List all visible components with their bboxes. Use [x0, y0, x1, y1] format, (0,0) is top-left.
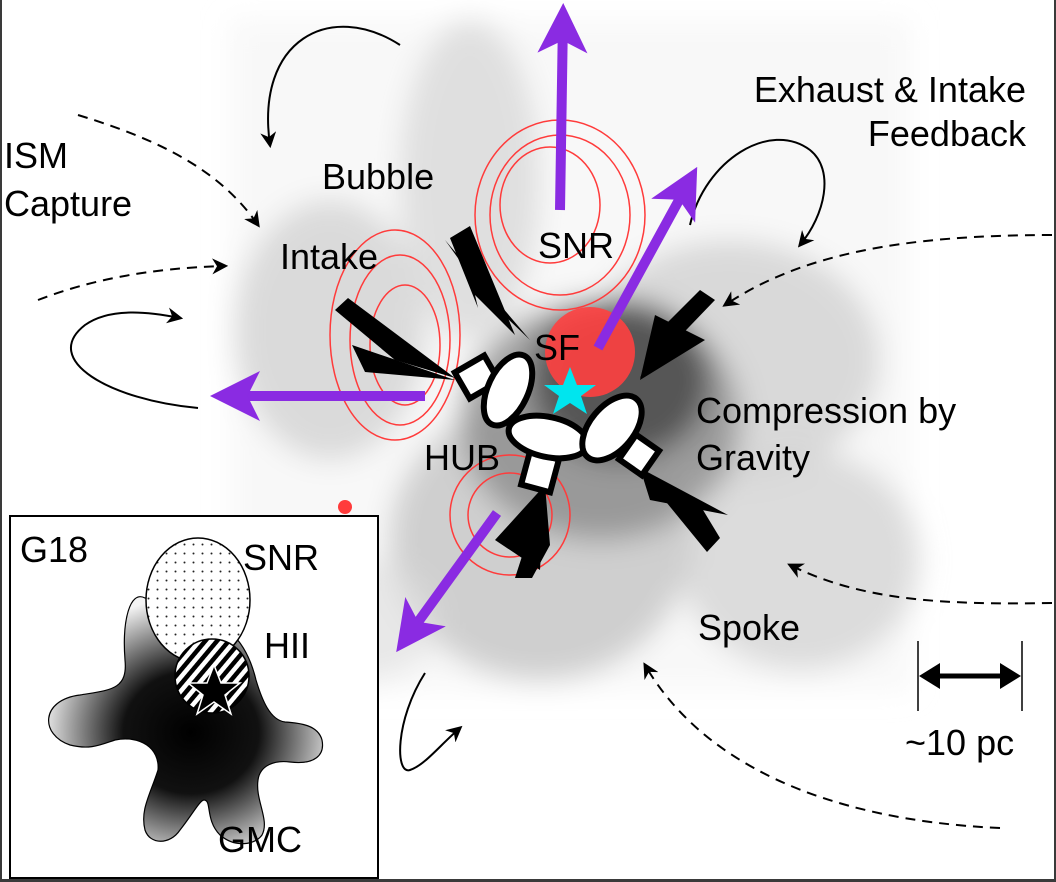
ism-capture-arrows — [37, 114, 1053, 829]
inflow-arrow-w-1-head — [352, 345, 455, 380]
label-intake: Intake — [280, 236, 379, 277]
label-hub: HUB — [424, 437, 501, 478]
outflow-arrows — [210, 3, 698, 653]
label-gravity: Gravity — [696, 437, 811, 478]
south-contour-inner — [467, 472, 553, 558]
bubble-contour-inner — [369, 284, 441, 406]
curved-arrow-west — [70, 307, 199, 409]
label-compression: Compression by — [696, 390, 957, 431]
inset-label-snr: SNR — [243, 537, 320, 578]
gmc-cloud-shape — [48, 596, 324, 845]
snr-contour-inner — [499, 146, 601, 264]
engine-disk-east — [579, 392, 645, 464]
inflow-arrow-se-head — [640, 468, 728, 515]
dashed-arrow-ism-1 — [77, 114, 260, 228]
curved-arrow-feedback — [689, 138, 826, 248]
inset-label-hii: HII — [264, 625, 311, 666]
label-feedback: Feedback — [867, 113, 1026, 154]
label-spoke: Spoke — [698, 607, 801, 648]
frame-border-left — [0, 0, 2, 882]
dashed-arrow-ism-2 — [37, 258, 229, 301]
inset-label-gmc: GMC — [218, 819, 302, 860]
inflow-arrow-nw-1-head — [445, 240, 530, 340]
frame-border-bottom — [0, 879, 1056, 882]
frame-border-right — [1054, 0, 1056, 882]
label-scale: ~10 pc — [905, 722, 1015, 763]
dashed-arrow-east-2 — [787, 563, 1053, 605]
bubble-contour-mid — [349, 254, 451, 426]
dashed-arrow-south — [643, 662, 1001, 829]
engine-disk-west — [480, 351, 536, 429]
outflow-arrow-north — [537, 3, 588, 211]
inflow-arrows — [335, 226, 728, 578]
south-contour-outer — [449, 454, 571, 576]
star-formation-icon — [544, 367, 596, 414]
inflow-arrow-ne-head — [640, 315, 705, 380]
contour-blob — [338, 500, 352, 514]
label-bubble: Bubble — [322, 156, 435, 197]
label-snr: SNR — [538, 225, 615, 266]
inflow-arrow-w-1 — [335, 298, 455, 378]
g18-inset — [9, 515, 379, 879]
curved-arrow-south — [399, 672, 463, 772]
label-exhaust-intake: Exhaust & Intake — [753, 69, 1026, 110]
label-capture: Capture — [4, 183, 133, 224]
inset-star-icon — [185, 662, 243, 716]
inset-title: G18 — [20, 529, 89, 570]
label-ism: ISM — [4, 135, 69, 176]
feedback-arrows — [70, 25, 826, 772]
dashed-arrow-east-1 — [722, 234, 1053, 307]
inflow-arrow-s-head — [495, 485, 545, 570]
curved-arrow-bubble — [260, 25, 401, 149]
outflow-arrow-northeast — [593, 166, 698, 351]
label-sf: SF — [534, 327, 581, 368]
scale-bar — [917, 641, 1023, 711]
outflow-arrow-southwest — [396, 510, 502, 653]
bubble-contour-outer — [329, 229, 461, 441]
hub-engine — [450, 351, 664, 496]
